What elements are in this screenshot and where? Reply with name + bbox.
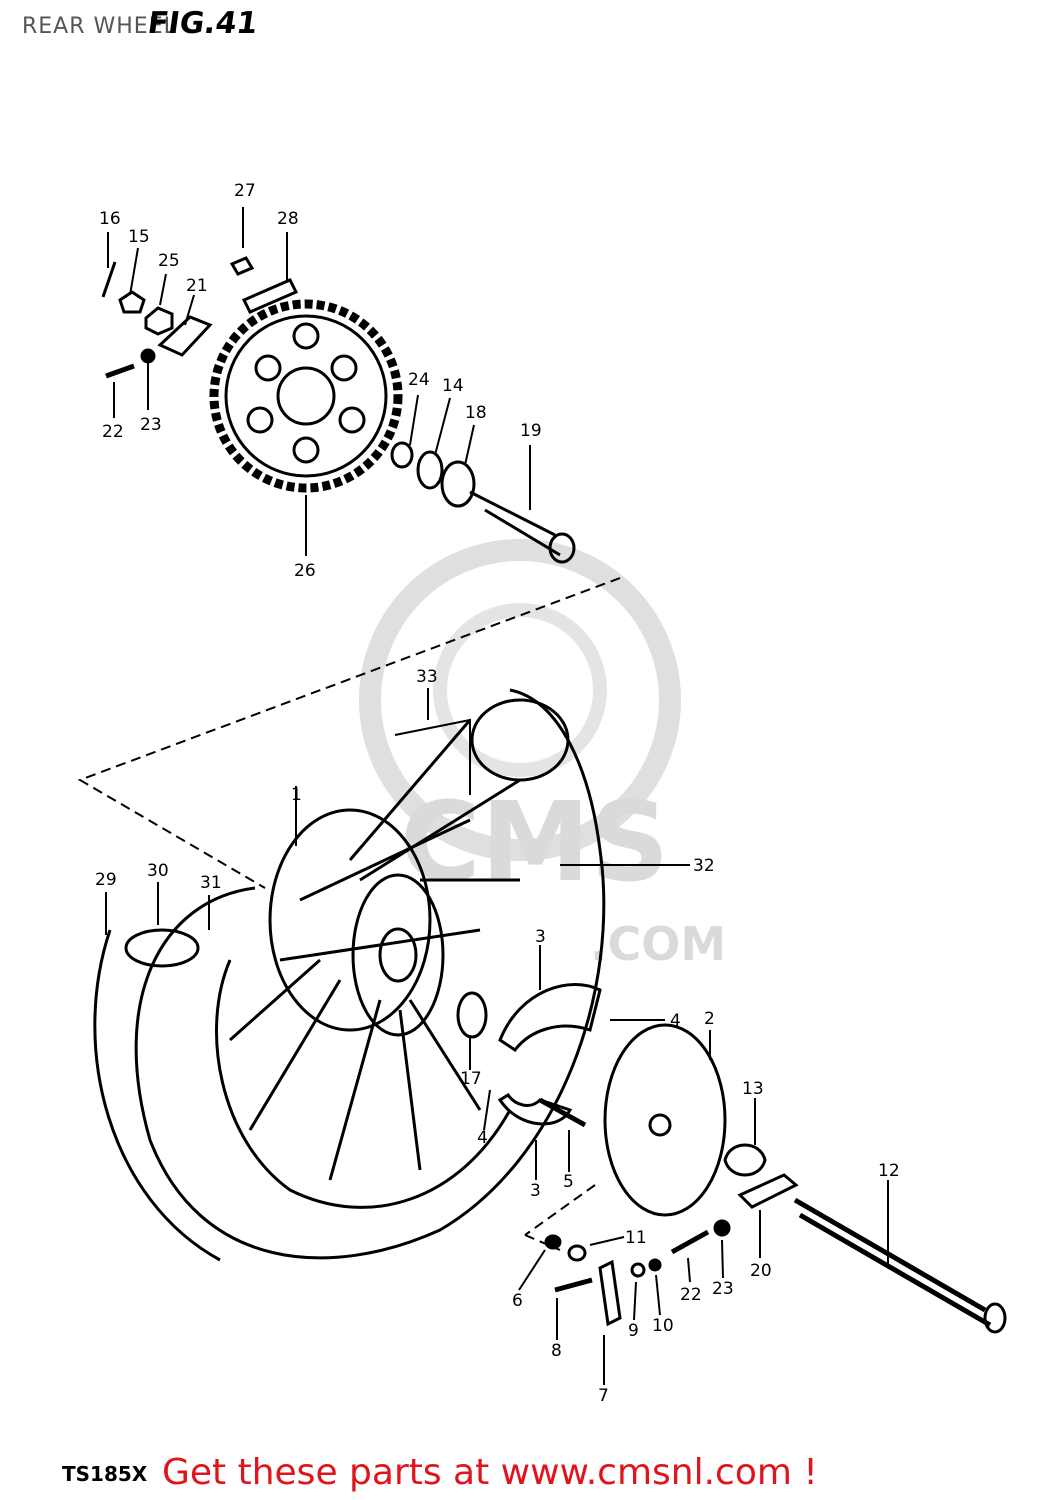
callout-15: 15	[128, 227, 150, 247]
callout-22-top: 22	[102, 422, 124, 442]
section-title: REAR WHEEL	[22, 14, 177, 39]
callout-30: 30	[147, 861, 169, 881]
callout-12: 12	[878, 1161, 900, 1181]
leader-lines	[105, 207, 889, 1385]
callout-4-bottom: 4	[477, 1128, 488, 1148]
callout-18: 18	[465, 403, 487, 423]
promo-link[interactable]: Get these parts at www.cmsnl.com !	[162, 1452, 818, 1493]
watermark-text-2: .COM	[590, 917, 726, 971]
watermark-logo: CMS .COM	[359, 539, 726, 971]
sprocket	[209, 299, 403, 493]
callout-3-bottom: 3	[530, 1181, 541, 1201]
wheel-spokes	[229, 719, 521, 1181]
rear-wheel	[93, 688, 606, 1262]
callout-3-top: 3	[535, 927, 546, 947]
callout-4-top: 4	[670, 1011, 681, 1031]
callout-16: 16	[99, 209, 121, 229]
callout-2: 2	[704, 1009, 715, 1029]
callout-10: 10	[652, 1316, 674, 1336]
callout-28: 28	[277, 209, 299, 229]
callout-32: 32	[693, 856, 715, 876]
callout-5: 5	[563, 1172, 574, 1192]
brake-assembly	[456, 982, 1007, 1334]
model-code: TS185X	[62, 1462, 148, 1486]
callout-29: 29	[95, 870, 117, 890]
callout-17: 17	[460, 1069, 482, 1089]
callout-25: 25	[158, 251, 180, 271]
callout-21: 21	[186, 276, 208, 296]
watermark-text: CMS	[400, 778, 669, 906]
callout-8: 8	[551, 1341, 562, 1361]
callout-27: 27	[234, 181, 256, 201]
callout-23-top: 23	[140, 415, 162, 435]
callout-24: 24	[408, 370, 430, 390]
callout-23-bottom: 23	[712, 1279, 734, 1299]
callout-26: 26	[294, 561, 316, 581]
callout-22-bottom: 22	[680, 1285, 702, 1305]
sprocket-hub-parts	[390, 441, 576, 564]
callout-19: 19	[520, 421, 542, 441]
callout-20: 20	[750, 1261, 772, 1281]
small-hardware-group	[101, 256, 299, 379]
callout-6: 6	[512, 1291, 523, 1311]
callout-13: 13	[742, 1079, 764, 1099]
callout-1: 1	[291, 785, 302, 805]
callout-11: 11	[625, 1228, 647, 1248]
callout-labels: 27 28 16 15 25 21 22 23 24 14 18 19 26 3…	[95, 181, 900, 1406]
callout-14: 14	[442, 376, 464, 396]
callout-7: 7	[598, 1386, 609, 1406]
callout-9: 9	[628, 1321, 639, 1341]
callout-31: 31	[200, 873, 222, 893]
callout-33: 33	[416, 667, 438, 687]
alignment-lines	[77, 577, 621, 1251]
